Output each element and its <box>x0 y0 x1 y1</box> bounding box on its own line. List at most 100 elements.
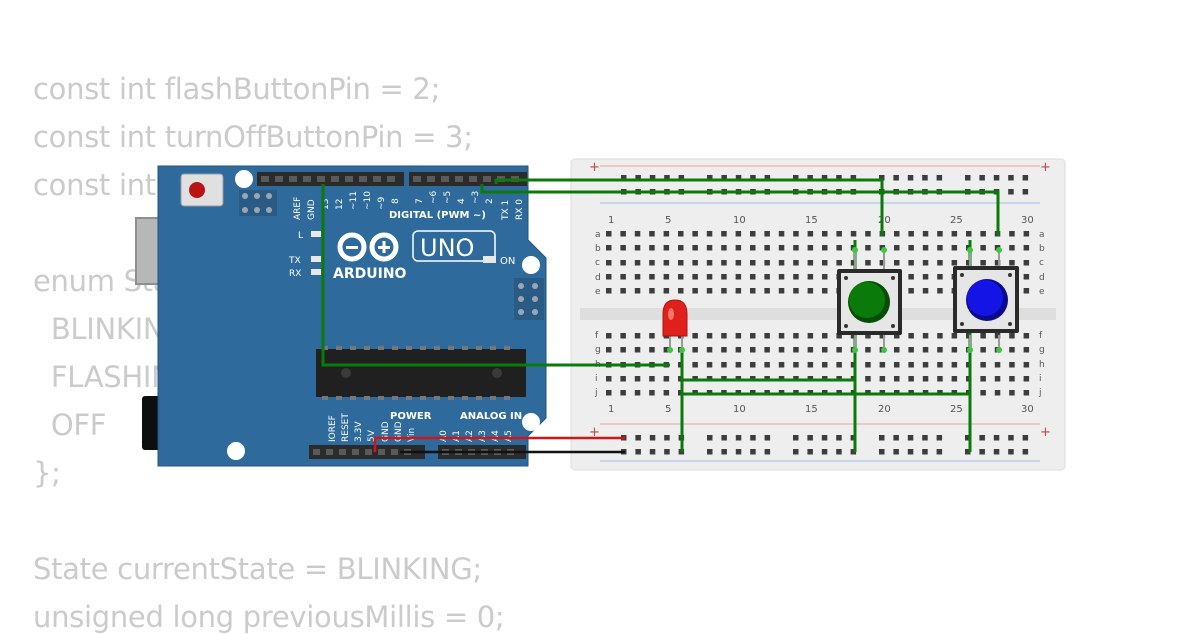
breadboard-hole <box>735 231 742 237</box>
l-led <box>311 231 321 237</box>
breadboard-hole <box>922 347 929 353</box>
breadboard-hole <box>649 274 655 280</box>
breadboard-hole <box>721 288 727 294</box>
breadboard-hole <box>951 260 958 266</box>
row-letter: c <box>1039 258 1044 268</box>
breadboard-hole <box>606 274 612 280</box>
breadboard-hole <box>922 231 929 237</box>
breadboard-hole <box>994 376 1001 382</box>
uno-badge <box>412 230 496 262</box>
breadboard-hole <box>649 376 655 382</box>
led-pin <box>679 347 685 353</box>
column-number: 30 <box>1021 404 1034 415</box>
breadboard-hole <box>908 274 914 280</box>
code-line: const int flashButtonPin = 2; <box>33 72 441 106</box>
breadboard-hole <box>778 288 785 294</box>
breadboard-hole <box>778 260 785 266</box>
breadboard-hole <box>850 435 857 441</box>
wire-pin13-led <box>321 184 670 367</box>
breadboard-hole <box>764 231 770 237</box>
breadboard[interactable]: + + + + 1 5 10 15 20 25 30 1 5 10 15 20 … <box>570 158 1066 471</box>
breadboard-hole <box>649 245 655 251</box>
breadboard-hole <box>793 347 799 353</box>
breadboard-hole <box>634 376 641 382</box>
breadboard-hole <box>778 274 785 280</box>
breadboard-hole <box>936 435 943 441</box>
row-letter: a <box>595 230 601 240</box>
breadboard-hole <box>778 333 785 339</box>
breadboard-hole <box>951 362 958 368</box>
breadboard-hole <box>620 245 626 251</box>
breadboard-hole <box>721 175 727 181</box>
breadboard-hole <box>750 288 756 294</box>
pin-label: A5 <box>504 430 514 442</box>
arduino-uno-board[interactable]: AREF GND 13 12 ~11 ~10 ~9 8 7 ~6 ~5 4 ~3… <box>135 165 547 467</box>
breadboard-hole <box>793 288 799 294</box>
breadboard-hole <box>721 362 727 368</box>
breadboard-hole <box>735 175 742 181</box>
breadboard-hole <box>606 231 612 237</box>
breadboard-hole <box>1009 333 1015 339</box>
pushbutton-green[interactable] <box>837 247 902 353</box>
breadboard-hole <box>764 245 770 251</box>
breadboard-hole <box>606 260 612 266</box>
breadboard-hole <box>836 175 842 181</box>
breadboard-hole <box>634 231 641 237</box>
breadboard-hole <box>764 333 770 339</box>
breadboard-hole <box>793 362 799 368</box>
breadboard-hole <box>1009 260 1015 266</box>
row-letter: g <box>1039 345 1045 355</box>
breadboard-hole <box>936 449 943 455</box>
breadboard-hole <box>706 245 713 251</box>
red-led[interactable] <box>662 299 688 353</box>
breadboard-hole <box>721 347 727 353</box>
breadboard-hole <box>1008 175 1014 181</box>
breadboard-hole <box>778 245 785 251</box>
breadboard-hole <box>793 435 799 441</box>
breadboard-hole <box>793 245 799 251</box>
breadboard-hole <box>707 175 713 181</box>
breadboard-hole <box>807 347 814 353</box>
breadboard-hole <box>908 231 914 237</box>
code-line: unsigned long previousMillis = 0; <box>33 600 505 634</box>
breadboard-hole <box>663 231 670 237</box>
breadboard-hole <box>649 333 655 339</box>
breadboard-hole <box>922 449 928 455</box>
column-number: 20 <box>878 215 891 226</box>
wire-5v <box>373 436 625 452</box>
button-cap <box>849 282 885 318</box>
plus-rail-label: + <box>1040 425 1051 440</box>
breadboard-hole <box>663 376 670 382</box>
breadboard-hole <box>764 347 770 353</box>
breadboard-hole <box>692 333 698 339</box>
breadboard-hole <box>764 274 770 280</box>
breadboard-hole <box>836 231 842 237</box>
breadboard-hole <box>894 347 900 353</box>
tx-led-label: TX <box>288 256 301 266</box>
wire-pin2-button1 <box>494 178 884 236</box>
breadboard-hole <box>735 245 742 251</box>
breadboard-hole <box>822 260 828 266</box>
breadboard-hole <box>649 175 656 181</box>
breadboard-hole <box>634 274 641 280</box>
breadboard-hole <box>922 435 928 441</box>
rx-led-label: RX <box>289 269 301 279</box>
breadboard-hole <box>606 376 612 382</box>
breadboard-hole <box>721 231 727 237</box>
breadboard-hole <box>707 449 713 455</box>
reset-button-cap <box>189 182 205 198</box>
breadboard-hole <box>865 245 871 251</box>
breadboard-hole <box>793 231 799 237</box>
breadboard-hole <box>908 362 914 368</box>
pin-label: 12 <box>335 199 345 210</box>
pin-label: ~10 <box>363 191 373 210</box>
breadboard-hole <box>750 245 756 251</box>
breadboard-hole <box>822 245 828 251</box>
breadboard-hole <box>865 260 871 266</box>
pushbutton-blue[interactable] <box>953 247 1019 353</box>
breadboard-hole <box>836 435 842 441</box>
breadboard-hole <box>706 362 713 368</box>
breadboard-hole <box>807 333 814 339</box>
breadboard-hole <box>750 435 756 441</box>
breadboard-hole <box>649 231 655 237</box>
